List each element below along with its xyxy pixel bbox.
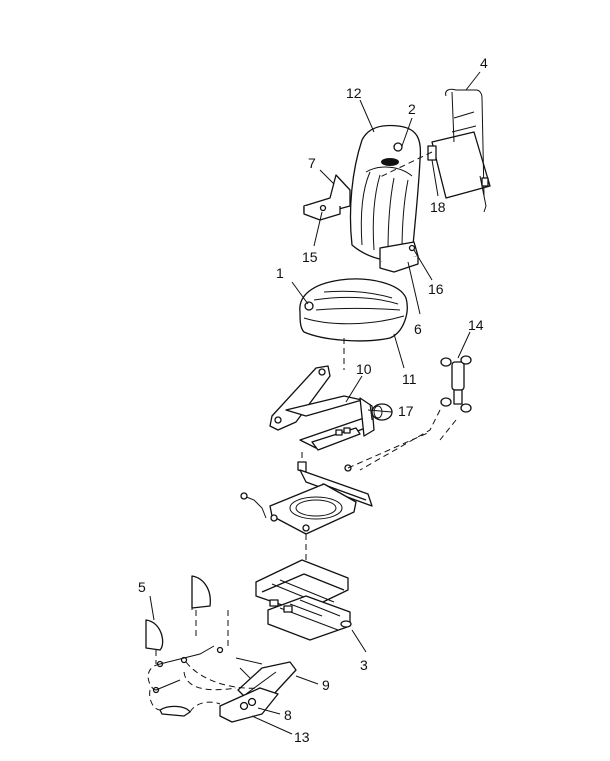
callout-11: 11 <box>402 371 417 387</box>
half-moon-plates <box>145 575 211 651</box>
emblem-icon <box>381 158 399 166</box>
callout-10: 10 <box>356 361 372 377</box>
leader-lines <box>149 71 481 735</box>
headrest-frame <box>427 88 491 213</box>
callout-1: 1 <box>276 265 284 281</box>
bracket-plate <box>219 687 279 723</box>
swivel-plate <box>240 483 357 535</box>
assembly-lines <box>147 151 457 713</box>
callout-6: 6 <box>414 321 422 337</box>
shock-absorber <box>440 355 472 413</box>
callout-2: 2 <box>408 101 416 117</box>
callout-4: 4 <box>480 55 488 71</box>
callout-8: 8 <box>284 707 292 723</box>
callout-3: 3 <box>360 657 368 673</box>
seat-cushion <box>299 278 408 342</box>
seat-frame <box>269 365 375 451</box>
head-knob <box>393 142 403 152</box>
mounting-rails <box>297 461 373 507</box>
callout-16: 16 <box>428 281 444 297</box>
right-armrest <box>379 241 419 273</box>
suspension-base <box>255 559 352 641</box>
callout-7: 7 <box>308 155 316 171</box>
cushion-knob <box>304 301 314 311</box>
left-armrest <box>303 174 351 221</box>
callout-12: 12 <box>346 85 362 101</box>
callout-13: 13 <box>294 729 310 745</box>
callout-5: 5 <box>138 579 146 595</box>
callout-15: 15 <box>302 249 318 265</box>
callout-14: 14 <box>468 317 484 333</box>
linkage <box>152 645 263 717</box>
callout-9: 9 <box>322 677 330 693</box>
seat-back <box>349 124 422 262</box>
callout-18: 18 <box>430 199 446 215</box>
callouts: 1 2 3 4 5 6 7 8 9 10 11 12 13 14 15 16 1… <box>138 55 488 745</box>
callout-17: 17 <box>398 403 414 419</box>
